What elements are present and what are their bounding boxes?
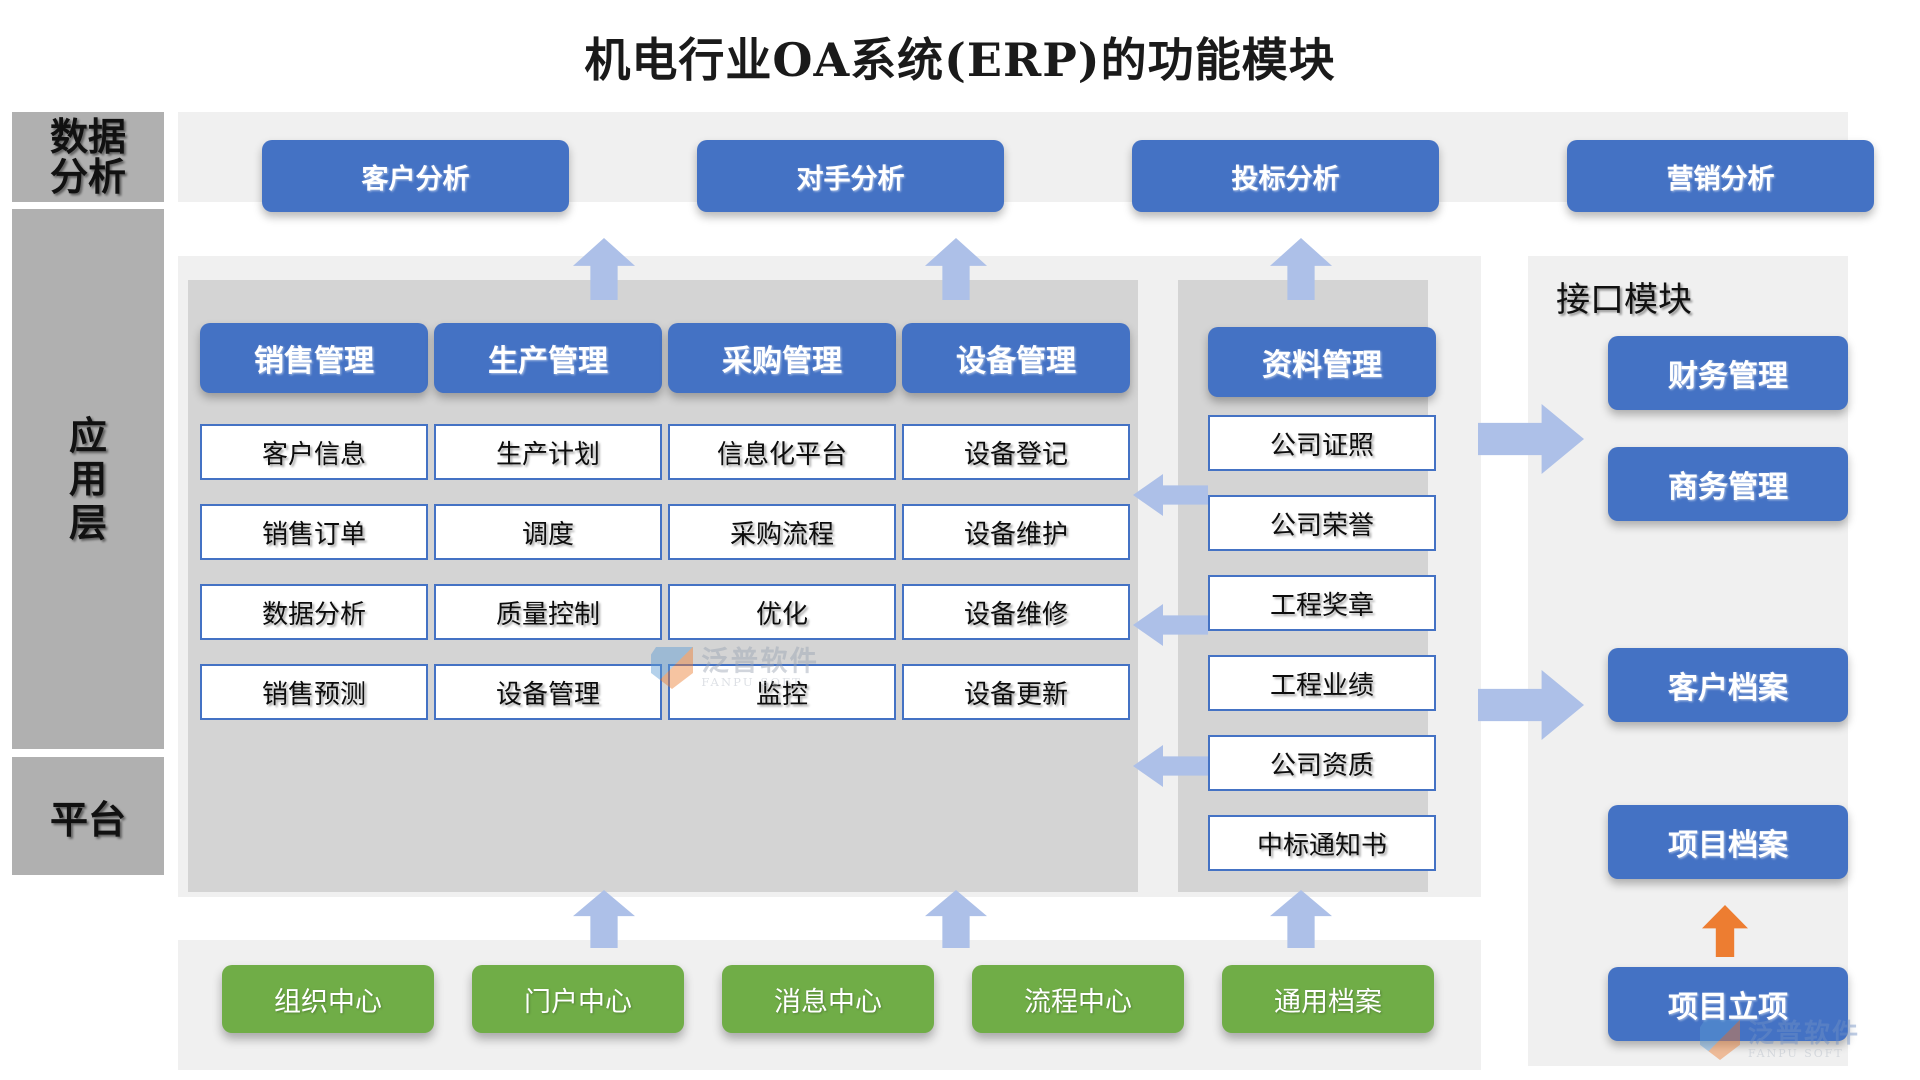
layer-label-application-line3: 层 <box>68 499 107 545</box>
layer-label-application: 应 用 层 <box>12 209 164 749</box>
tile-business-management[interactable]: 商务管理 <box>1608 447 1848 521</box>
tile-organization-center[interactable]: 组织中心 <box>222 965 434 1033</box>
column-header-purchase-management[interactable]: 采购管理 <box>668 323 896 393</box>
cell-sales-forecast[interactable]: 销售预测 <box>200 664 428 720</box>
cell-equipment-renewal[interactable]: 设备更新 <box>902 664 1130 720</box>
tile-customer-analysis[interactable]: 客户分析 <box>262 140 569 212</box>
cell-quality-control[interactable]: 质量控制 <box>434 584 662 640</box>
cell-engineering-performance[interactable]: 工程业绩 <box>1208 655 1436 711</box>
tile-message-center[interactable]: 消息中心 <box>722 965 934 1033</box>
tile-project-archive[interactable]: 项目档案 <box>1608 805 1848 879</box>
cell-equipment-repair[interactable]: 设备维修 <box>902 584 1130 640</box>
cell-equipment-maintenance[interactable]: 设备维护 <box>902 504 1130 560</box>
cell-customer-info[interactable]: 客户信息 <box>200 424 428 480</box>
column-header-production-management[interactable]: 生产管理 <box>434 323 662 393</box>
layer-label-application-line1: 应 <box>68 413 107 459</box>
tile-bidding-analysis[interactable]: 投标分析 <box>1132 140 1439 212</box>
cell-equipment-registration[interactable]: 设备登记 <box>902 424 1130 480</box>
layer-label-application-line2: 用 <box>68 456 107 502</box>
tile-portal-center[interactable]: 门户中心 <box>472 965 684 1033</box>
tile-finance-management[interactable]: 财务管理 <box>1608 336 1848 410</box>
cell-equipment-management[interactable]: 设备管理 <box>434 664 662 720</box>
tile-competitor-analysis[interactable]: 对手分析 <box>697 140 1004 212</box>
cell-company-honor[interactable]: 公司荣誉 <box>1208 495 1436 551</box>
cell-sales-order[interactable]: 销售订单 <box>200 504 428 560</box>
cell-data-analysis[interactable]: 数据分析 <box>200 584 428 640</box>
tile-customer-archive[interactable]: 客户档案 <box>1608 648 1848 722</box>
tile-marketing-analysis[interactable]: 营销分析 <box>1567 140 1874 212</box>
interface-module-label: 接口模块 <box>1556 280 1692 320</box>
cell-company-license[interactable]: 公司证照 <box>1208 415 1436 471</box>
column-header-equipment-management[interactable]: 设备管理 <box>902 323 1130 393</box>
cell-engineering-medal[interactable]: 工程奖章 <box>1208 575 1436 631</box>
tile-general-archive[interactable]: 通用档案 <box>1222 965 1434 1033</box>
column-header-document-management[interactable]: 资料管理 <box>1208 327 1436 397</box>
cell-production-plan[interactable]: 生产计划 <box>434 424 662 480</box>
layer-label-platform: 平台 <box>12 757 164 875</box>
cell-purchase-process[interactable]: 采购流程 <box>668 504 896 560</box>
cell-company-qualification[interactable]: 公司资质 <box>1208 735 1436 791</box>
layer-label-data-analysis-line2: 分析 <box>49 154 126 199</box>
cell-scheduling[interactable]: 调度 <box>434 504 662 560</box>
layer-label-data-analysis: 数据 分析 <box>12 112 164 202</box>
cell-information-platform[interactable]: 信息化平台 <box>668 424 896 480</box>
cell-bid-winning-notice[interactable]: 中标通知书 <box>1208 815 1436 871</box>
page-title: 机电行业OA系统(ERP)的功能模块 <box>584 33 1336 87</box>
layer-label-data-analysis-line1: 数据 <box>49 113 126 159</box>
tile-process-center[interactable]: 流程中心 <box>972 965 1184 1033</box>
tile-project-initiation[interactable]: 项目立项 <box>1608 967 1848 1041</box>
column-header-sales-management[interactable]: 销售管理 <box>200 323 428 393</box>
cell-optimization[interactable]: 优化 <box>668 584 896 640</box>
cell-monitoring[interactable]: 监控 <box>668 664 896 720</box>
